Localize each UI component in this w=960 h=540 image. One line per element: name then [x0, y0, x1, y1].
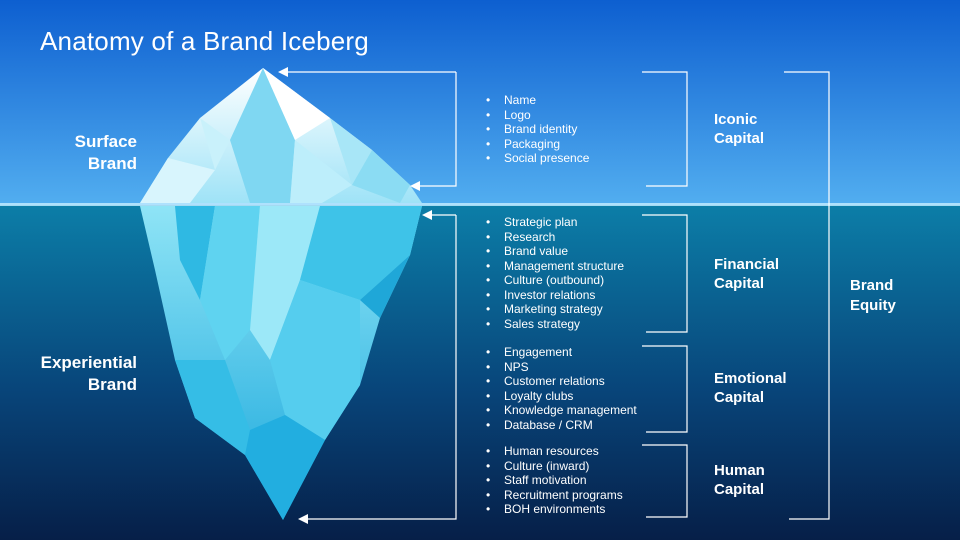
human-capital-label: Human Capital	[714, 461, 765, 499]
experiential-brand-line-2: Brand	[87, 375, 137, 394]
list-item: Database / CRM	[486, 418, 637, 433]
iconic-capital-line-2: Capital	[714, 130, 765, 147]
sky-background	[0, 0, 960, 205]
surface-brand-label: Surface Brand	[17, 131, 137, 175]
list-item: Brand identity	[486, 122, 589, 137]
brand-equity-line-1: Brand	[850, 277, 894, 294]
financial-capital-label: Financial Capital	[714, 255, 779, 293]
list-item: Strategic plan	[486, 215, 624, 230]
list-item: Engagement	[486, 345, 637, 360]
experiential-brand-label: Experiential Brand	[17, 352, 137, 396]
experiential-brand-line-1: Experiential	[40, 353, 137, 372]
financial-capital-line-2: Capital	[714, 275, 765, 292]
list-item: Culture (inward)	[486, 459, 623, 474]
list-item: Name	[486, 93, 589, 108]
list-item: Management structure	[486, 259, 624, 274]
list-item: Customer relations	[486, 374, 637, 389]
human-capital-line-2: Capital	[714, 481, 765, 498]
list-item: BOH environments	[486, 502, 623, 517]
surface-brand-line-2: Brand	[87, 154, 137, 173]
iceberg-bottom	[140, 206, 422, 520]
group-brackets	[642, 71, 830, 520]
waterline	[0, 203, 960, 206]
connector-arrows	[286, 71, 457, 520]
brand-equity-line-2: Equity	[850, 297, 896, 314]
list-item: Human resources	[486, 444, 623, 459]
emotional-items-list: Engagement NPS Customer relations Loyalt…	[486, 345, 637, 432]
emotional-capital-line-2: Capital	[714, 389, 765, 406]
financial-items-list: Strategic plan Research Brand value Mana…	[486, 215, 624, 331]
list-item: Research	[486, 230, 624, 245]
list-item: Social presence	[486, 151, 589, 166]
brand-equity-label: Brand Equity	[850, 276, 896, 316]
list-item: Staff motivation	[486, 473, 623, 488]
list-item: Sales strategy	[486, 317, 624, 332]
iconic-capital-label: Iconic Capital	[714, 110, 764, 148]
list-item: Culture (outbound)	[486, 273, 624, 288]
human-capital-line-1: Human	[714, 462, 765, 479]
list-item: Recruitment programs	[486, 488, 623, 503]
list-item: Packaging	[486, 137, 589, 152]
sea-background	[0, 205, 960, 540]
iconic-capital-line-1: Iconic	[714, 111, 758, 128]
list-item: Brand value	[486, 244, 624, 259]
list-item: Marketing strategy	[486, 302, 624, 317]
financial-capital-line-1: Financial	[714, 256, 780, 273]
list-item: Logo	[486, 108, 589, 123]
emotional-capital-line-1: Emotional	[714, 370, 787, 387]
surface-brand-line-1: Surface	[74, 132, 137, 151]
list-item: Loyalty clubs	[486, 389, 637, 404]
human-items-list: Human resources Culture (inward) Staff m…	[486, 444, 623, 517]
iconic-items-list: Name Logo Brand identity Packaging Socia…	[486, 93, 589, 166]
emotional-capital-label: Emotional Capital	[714, 369, 787, 407]
list-item: NPS	[486, 360, 637, 375]
list-item: Investor relations	[486, 288, 624, 303]
list-item: Knowledge management	[486, 403, 637, 418]
page-title: Anatomy of a Brand Iceberg	[40, 26, 369, 56]
iceberg-top	[140, 68, 422, 203]
